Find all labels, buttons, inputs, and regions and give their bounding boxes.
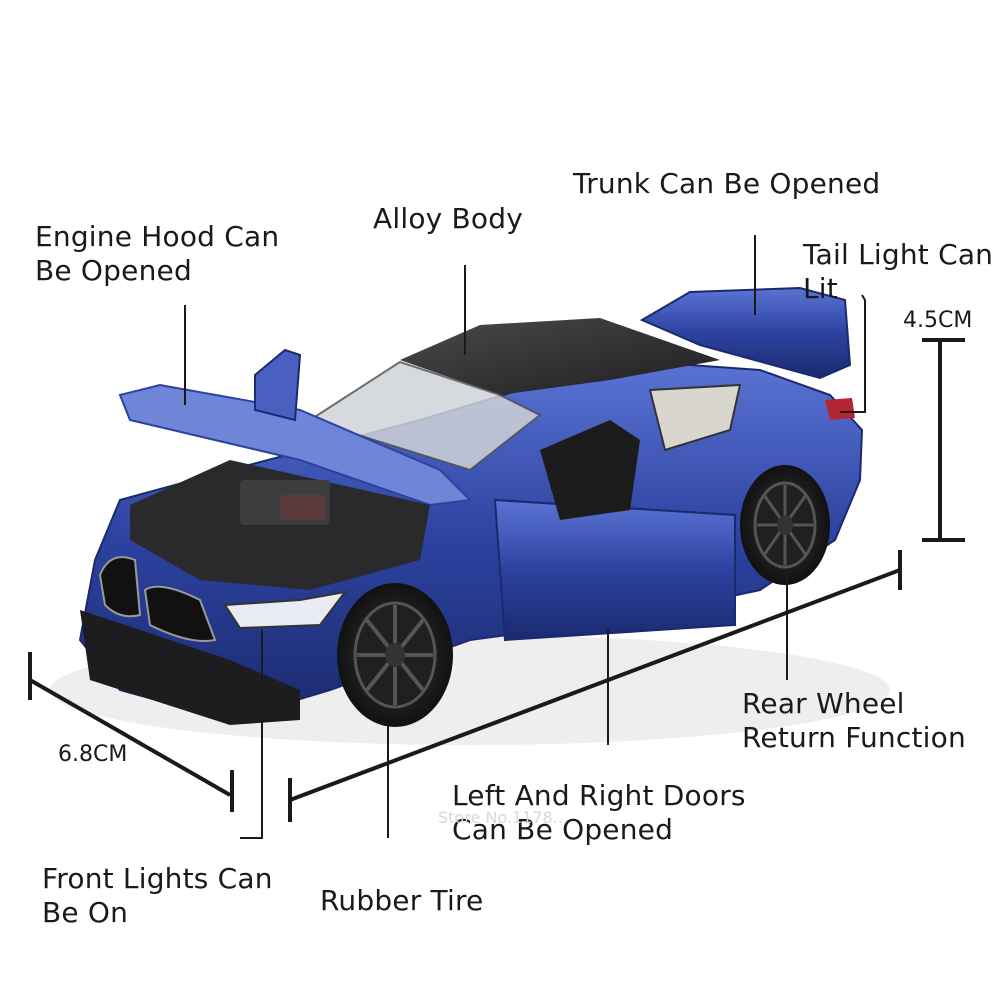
label-doors-line1: Left And Right Doors [452, 779, 746, 812]
label-engine-hood-line1: Engine Hood Can [35, 220, 280, 253]
tail-light [825, 398, 855, 420]
engine-cover [280, 495, 325, 520]
label-doors-line2: Can Be Opened [452, 813, 674, 846]
grille-right [143, 585, 217, 642]
label-tail-light-line1: Tail Light Can [803, 238, 994, 271]
label-engine-hood-line2: Be Opened [35, 254, 192, 287]
front-wheel [337, 583, 453, 727]
leader-front-lights [240, 630, 263, 839]
label-front-lights-line2: Be On [42, 896, 129, 929]
left-door [254, 348, 302, 422]
label-engine-hood: Engine Hood Can Be Opened [35, 220, 279, 288]
label-front-lights-line1: Front Lights Can [42, 862, 273, 895]
label-rear-wheel-line2: Return Function [742, 721, 966, 754]
headlight [223, 590, 348, 630]
height-dimension-label: 4.5CM [903, 308, 973, 333]
label-rubber-tire: Rubber Tire [320, 884, 484, 917]
trunk-lid [639, 286, 852, 380]
side-window [648, 383, 742, 452]
front-bumper [80, 610, 300, 725]
windshield [307, 360, 542, 472]
length-dimension-line [289, 568, 901, 802]
engine-hood [118, 383, 473, 507]
label-rear-wheel-line1: Rear Wheel [742, 687, 905, 720]
label-tail-light-line2: Lit [803, 272, 838, 305]
rear-wheel [740, 465, 830, 585]
label-tail-light: Tail Light Can Lit [803, 238, 993, 306]
grille-left [98, 556, 142, 618]
carbon-roof [400, 318, 720, 395]
store-watermark: Store No.1178... [438, 808, 568, 827]
label-alloy-body: Alloy Body [373, 202, 523, 235]
seat [540, 420, 640, 520]
leader-tail-light [840, 294, 866, 413]
width-dimension-line [29, 678, 231, 797]
label-trunk: Trunk Can Be Opened [573, 167, 881, 200]
label-front-lights: Front Lights Can Be On [42, 862, 273, 930]
label-doors: Left And Right Doors Can Be Opened [452, 779, 746, 847]
open-door [493, 498, 736, 642]
width-dimension-label: 6.8CM [58, 742, 128, 767]
label-rear-wheel: Rear Wheel Return Function [742, 687, 966, 755]
